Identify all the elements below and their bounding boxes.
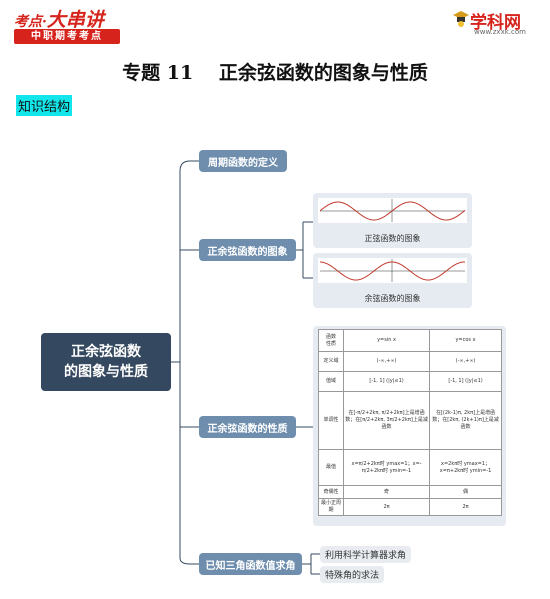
row-name: 奇偶性 (318, 485, 344, 499)
brand-logo-left: 考点·大串讲 中职期考考点 (14, 5, 124, 45)
sine-graph-card: 正弦函数的图象 (313, 193, 472, 248)
root-line-1: 正余弦函数 (71, 344, 141, 360)
table-row: 定义域 (-∞,+∞) (-∞,+∞) (318, 351, 502, 372)
brand-left-title: 考点·大串讲 (14, 5, 104, 32)
table-corner: 函数 性质 (318, 329, 344, 352)
cell-sin: (-∞,+∞) (342, 351, 431, 372)
table-row: 最小正周期 2π 2π (318, 498, 502, 516)
cell-sin: 奇 (342, 485, 431, 499)
brand-logo-right: 学科网 www.zxxk.com (452, 8, 542, 38)
branch-periodic-definition: 周期函数的定义 (199, 150, 287, 172)
graduation-cap-icon (453, 11, 469, 27)
properties-table: 函数 性质 y=sin x y=cos x 定义域 (-∞,+∞) (-∞,+∞… (318, 329, 502, 516)
sine-graph-caption: 正弦函数的图象 (364, 234, 421, 243)
cell-sin: [-1, 1] (|y|≤1) (342, 371, 431, 392)
cell-sin: 2π (342, 498, 431, 516)
brand-right-url: www.zxxk.com (474, 28, 526, 36)
cell-cos: 偶 (429, 485, 502, 499)
cell-cos: x=2kπ时 ymax=1；x=π+2kπ时 ymin=-1 (429, 449, 502, 486)
corner-bottom: 性质 (325, 340, 336, 347)
row-name: 最小正周期 (318, 498, 344, 516)
cell-sin: x=π/2+2kπ时 ymax=1；x=-π/2+2kπ时 ymin=-1 (342, 449, 431, 486)
row-name: 最值 (318, 449, 344, 486)
brand-left-title-b: 大串讲 (46, 9, 104, 31)
properties-table-card: 函数 性质 y=sin x y=cos x 定义域 (-∞,+∞) (-∞,+∞… (313, 326, 506, 526)
cell-cos: 在[(2k-1)π, 2kπ]上是增函数；在[2kπ, (2k+1)π]上是减函… (429, 391, 502, 450)
cell-sin: 在[-π/2+2kπ, π/2+2kπ]上是增函数；在[π/2+2kπ, 3π/… (342, 391, 431, 450)
col-header-cos: y=cos x (429, 329, 502, 352)
cosine-graph-caption: 余弦函数的图象 (364, 294, 421, 303)
cell-cos: [-1, 1] (|y|≤1) (429, 371, 502, 392)
leaf-special-angles: 特殊角的求法 (320, 566, 385, 583)
col-header-sin: y=sin x (342, 329, 431, 352)
cell-cos: 2π (429, 498, 502, 516)
page-title: 专题 11 正余弦函数的图象与性质 (122, 62, 428, 84)
table-row: 值域 [-1, 1] (|y|≤1) [-1, 1] (|y|≤1) (318, 371, 502, 392)
brand-left-band: 中职期考考点 (14, 29, 120, 44)
table-row: 最值 x=π/2+2kπ时 ymax=1；x=-π/2+2kπ时 ymin=-1… (318, 449, 502, 486)
table-header-row: 函数 性质 y=sin x y=cos x (318, 329, 502, 352)
table-row: 奇偶性 奇 偶 (318, 485, 502, 499)
branch-properties: 正余弦函数的性质 (199, 416, 296, 438)
row-name: 值域 (318, 371, 344, 392)
branch-find-angle: 已知三角函数值求角 (199, 553, 302, 575)
sine-curve-plot (319, 199, 466, 222)
branch-graphs: 正余弦函数的图象 (199, 239, 296, 261)
row-name: 单调性 (318, 391, 344, 450)
corner-top: 函数 (325, 333, 336, 340)
row-name: 定义域 (318, 351, 344, 372)
table-row: 单调性 在[-π/2+2kπ, π/2+2kπ]上是增函数；在[π/2+2kπ,… (318, 391, 502, 450)
cosine-graph-card: 余弦函数的图象 (313, 253, 472, 308)
brand-right-name: 学科网 (470, 13, 521, 33)
cosine-curve-plot (319, 259, 466, 282)
leaf-calculator-method: 利用科学计算器求角 (320, 546, 412, 563)
brand-left-title-a: 考点· (14, 14, 47, 30)
cell-cos: (-∞,+∞) (429, 351, 502, 372)
mindmap-root: 正余弦函数 的图象与性质 (41, 333, 171, 391)
root-line-2: 的图象与性质 (64, 364, 148, 380)
section-label: 知识结构 (16, 95, 73, 116)
